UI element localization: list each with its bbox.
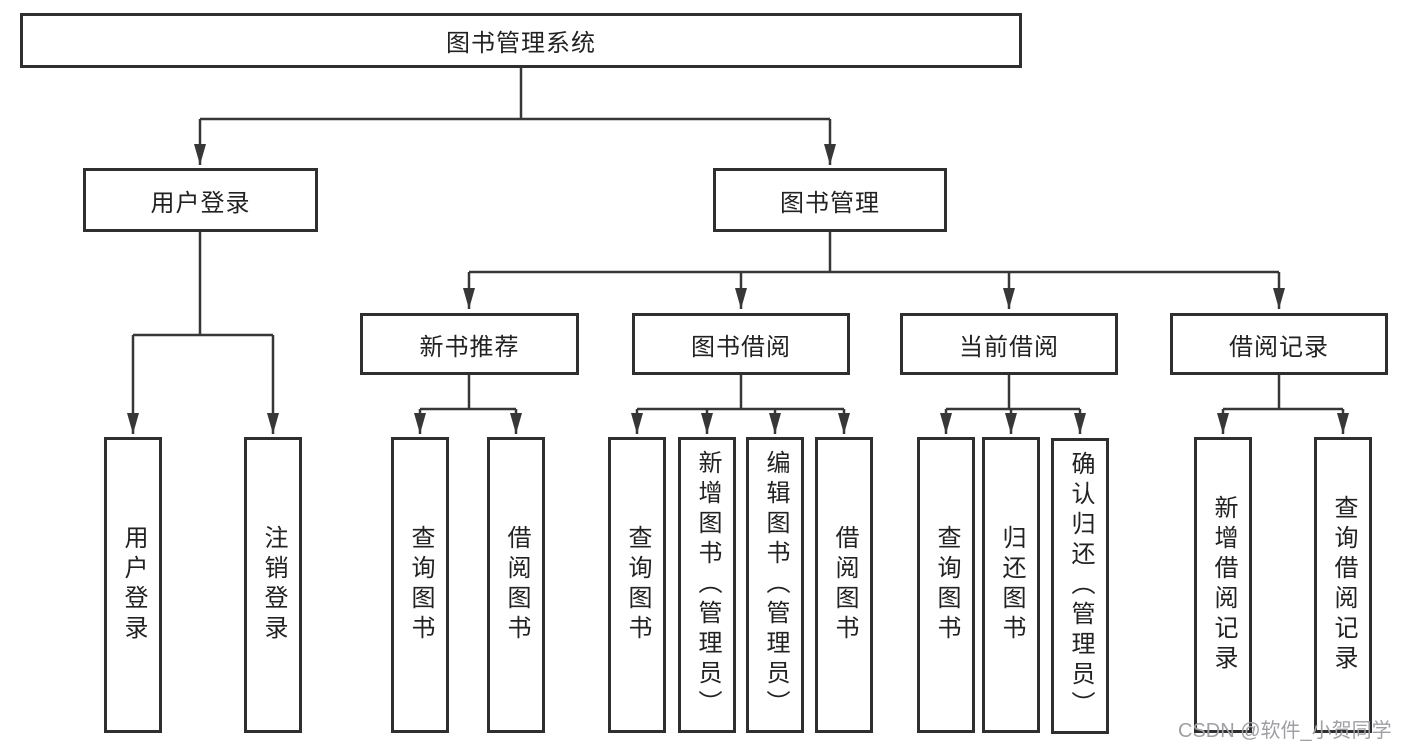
node-borrow-record-label: 借阅记录 [1229,333,1329,361]
leaf-logout: 注销登录 [244,437,302,733]
leaf-return-book-label: 归还图书 [998,525,1025,645]
leaf-add-borrow-record-label: 新增借阅记录 [1210,495,1237,675]
leaf-borrow-book-recommend-label: 借阅图书 [503,525,530,645]
leaf-add-borrow-record: 新增借阅记录 [1194,437,1252,733]
leaf-borrow-book-label: 借阅图书 [831,525,858,645]
node-new-book-recommend: 新书推荐 [360,313,579,375]
node-current-borrow-label: 当前借阅 [959,333,1059,361]
leaf-logout-label: 注销登录 [260,525,287,645]
node-borrow-record: 借阅记录 [1170,313,1388,375]
leaf-borrow-book-recommend: 借阅图书 [487,437,545,733]
leaf-confirm-return-admin: 确认归还（管理员） [1051,438,1109,734]
node-book-borrow: 图书借阅 [632,313,850,375]
leaf-query-book-borrow-label: 查询图书 [624,525,651,645]
leaf-confirm-return-admin-label: 确认归还（管理员） [1067,451,1094,721]
node-book-management: 图书管理 [713,168,947,232]
leaf-query-book-borrow: 查询图书 [608,437,666,733]
leaf-query-book-recommend: 查询图书 [391,437,449,733]
node-user-login-label: 用户登录 [150,189,251,217]
node-book-borrow-label: 图书借阅 [691,333,791,361]
node-book-management-label: 图书管理 [780,189,880,217]
node-root-library-management-system: 图书管理系统 [20,13,1022,68]
leaf-query-book-current: 查询图书 [917,437,975,733]
leaf-query-book-current-label: 查询图书 [933,525,960,645]
leaf-user-login: 用户登录 [104,437,162,733]
leaf-borrow-book: 借阅图书 [815,437,873,733]
node-user-login: 用户登录 [83,168,318,232]
node-new-book-recommend-label: 新书推荐 [419,333,520,361]
leaf-edit-book-admin-label: 编辑图书（管理员） [762,450,789,720]
leaf-add-book-admin: 新增图书（管理员） [678,437,736,733]
leaf-query-borrow-record: 查询借阅记录 [1314,437,1372,733]
leaf-add-book-admin-label: 新增图书（管理员） [694,450,721,720]
leaf-edit-book-admin: 编辑图书（管理员） [746,437,804,733]
node-current-borrow: 当前借阅 [900,313,1118,375]
leaf-return-book: 归还图书 [982,437,1040,733]
leaf-query-borrow-record-label: 查询借阅记录 [1330,495,1357,675]
leaf-query-book-recommend-label: 查询图书 [407,525,434,645]
leaf-user-login-label: 用户登录 [120,525,147,645]
node-root-label: 图书管理系统 [446,30,596,57]
csdn-watermark: CSDN @软件_小贺同学 [1178,720,1392,742]
